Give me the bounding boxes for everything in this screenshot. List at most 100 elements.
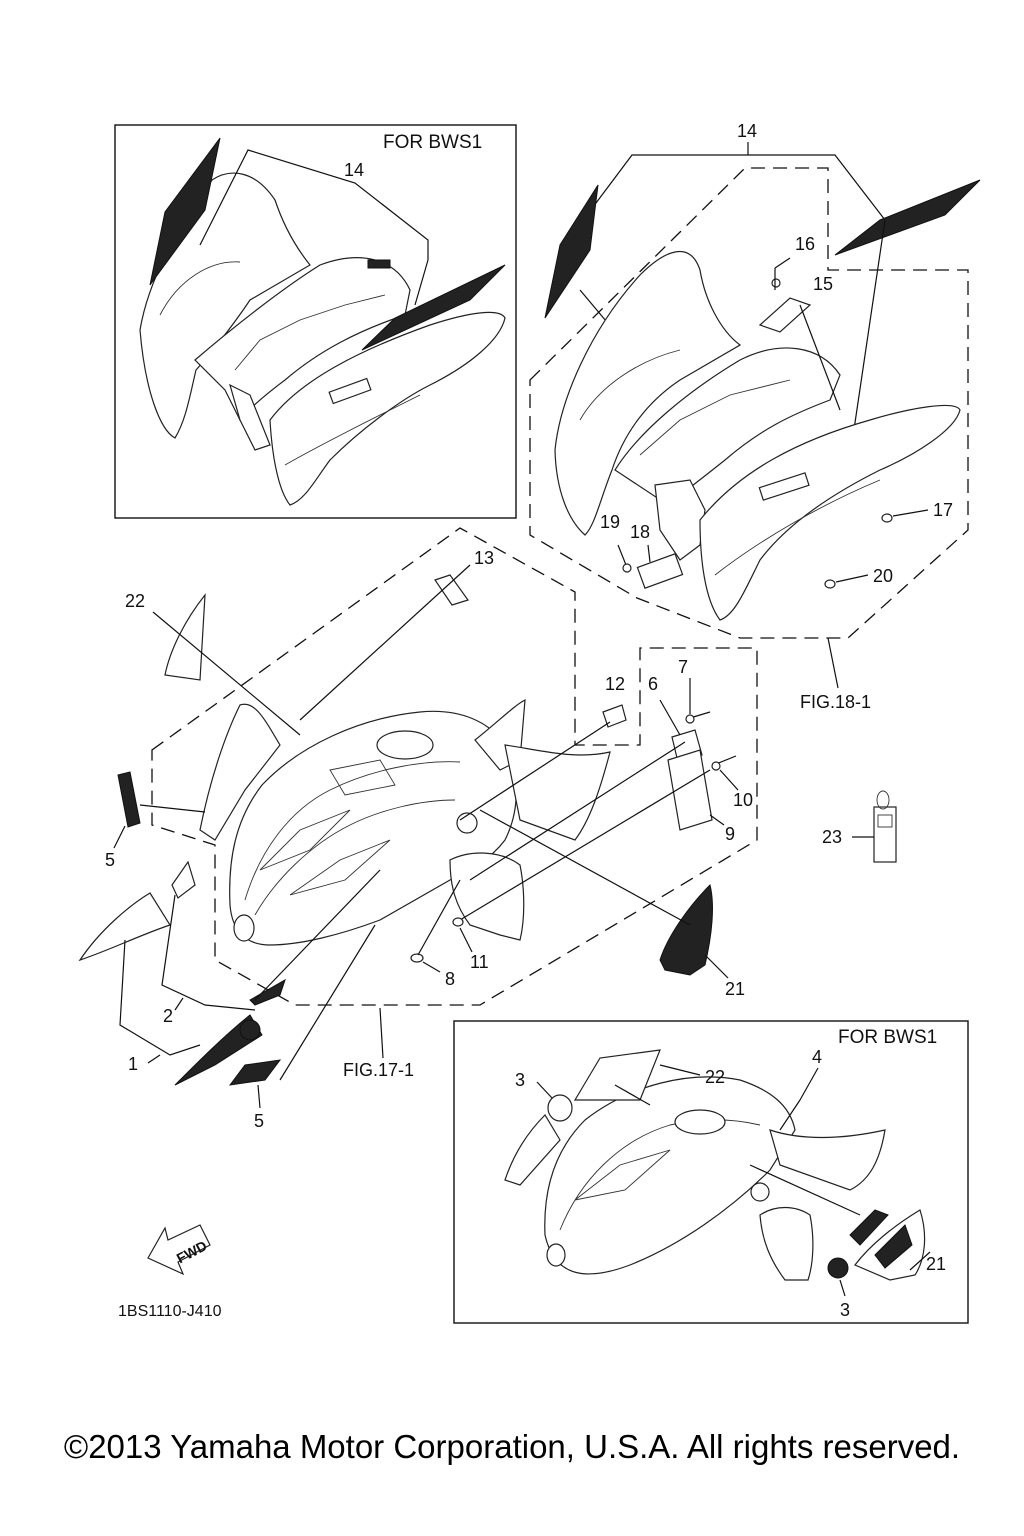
fender-contour-main-1 <box>244 761 461 901</box>
leader-21 <box>479 809 691 926</box>
callout-15: 15 <box>813 274 833 294</box>
front-fender-fig18 <box>554 251 742 536</box>
callout-2: 2 <box>163 1006 173 1026</box>
wing-right-bws1-lower <box>769 1129 886 1191</box>
leader-3-upper <box>536 1081 553 1099</box>
leader-12 <box>459 721 611 821</box>
leader-1 <box>119 939 201 1056</box>
rear-fender-bws1 <box>269 311 506 506</box>
leader-fig18 <box>827 637 839 689</box>
part-21-decal <box>659 884 713 976</box>
leader-9-main <box>459 769 711 921</box>
leader-13 <box>299 564 471 721</box>
raptor-decal-bws1 <box>849 1209 889 1246</box>
fender-contour-bws1-lower <box>559 1119 761 1231</box>
callout-4: 4 <box>812 1047 822 1067</box>
callout-23: 23 <box>822 827 842 847</box>
fender-lower-right <box>449 852 525 941</box>
part-code: 1BS1110-J410 <box>118 1303 222 1320</box>
callout-7: 7 <box>678 657 688 677</box>
part-10-bolt <box>715 755 737 765</box>
rear-fender-fig18 <box>699 404 961 621</box>
part-5-lower <box>228 1059 282 1086</box>
part-13-decal <box>434 574 469 606</box>
leader-decal-bws1 <box>749 1164 861 1216</box>
dashed-group-fig17 <box>151 527 758 1006</box>
leader-22 <box>152 611 301 736</box>
fig-ref-17: FIG.17-1 <box>343 1060 414 1080</box>
leader-6-main <box>469 741 686 881</box>
callout-11: 11 <box>470 952 489 972</box>
decal-right-bws1 <box>361 264 506 351</box>
part-23-tag <box>873 806 897 863</box>
part-9-plate <box>667 749 713 831</box>
callout-20: 20 <box>873 566 893 586</box>
box-title-top-left: FOR BWS1 <box>383 132 482 153</box>
leader-1b <box>147 1054 161 1064</box>
rear-fender-assembly: 14 16 15 17 20 19 18 <box>529 121 981 712</box>
callout-3-upper: 3 <box>515 1070 525 1090</box>
leader-15 <box>799 304 841 411</box>
leader-10 <box>719 769 739 791</box>
dashed-group-fig18 <box>529 167 969 639</box>
callout-6: 6 <box>648 674 658 694</box>
wing-left-bws1-lower <box>504 1114 561 1186</box>
leader-21b <box>704 954 729 979</box>
fender-vent-1 <box>259 809 351 871</box>
part-16-bolt <box>774 257 791 269</box>
tank-cover-bws1 <box>194 257 411 422</box>
callout-14-bws1: 14 <box>344 160 364 180</box>
part-20-nut <box>824 579 836 589</box>
fender-detail <box>329 759 396 796</box>
part-3-emblem-lower <box>239 1019 261 1041</box>
callout-5-upper: 5 <box>105 850 115 870</box>
callout-9: 9 <box>725 824 735 844</box>
callout-12: 12 <box>605 674 625 694</box>
callout-10: 10 <box>733 790 753 810</box>
callout-5-lower: 5 <box>254 1111 264 1131</box>
fender-wing-right <box>504 744 611 841</box>
callout-19: 19 <box>600 512 620 532</box>
front-fender-bws1-lower <box>544 1076 796 1275</box>
fender-vent-bws1-lower <box>574 1149 671 1201</box>
callout-22-bws1: 22 <box>705 1067 725 1087</box>
diagram-svg: FOR BWS1 14 14 <box>78 121 981 1324</box>
leader-2b <box>174 997 184 1011</box>
fender-vent-2 <box>289 839 391 896</box>
leader-14-bws1b <box>414 259 429 306</box>
leader-5-lower <box>257 1084 261 1109</box>
part-3-circle-upper <box>547 1094 573 1122</box>
leader-3-lower <box>839 1279 846 1297</box>
copyright-notice: ©2013 Yamaha Motor Corporation, U.S.A. A… <box>63 1428 961 1465</box>
fwd-arrow-shape <box>147 1224 211 1276</box>
leader-6 <box>659 699 681 736</box>
headlight-bws1-lower <box>546 1243 566 1267</box>
callout-13: 13 <box>474 548 494 568</box>
leader-21-bws1 <box>909 1251 931 1271</box>
front-fender-assembly: 22 13 12 6 7 9 10 23 5 <box>78 527 897 1131</box>
callout-8: 8 <box>445 969 455 989</box>
part-22-decal-bws1 <box>573 1049 661 1101</box>
tank-fig18 <box>614 347 841 506</box>
part-8-nut <box>410 953 424 963</box>
box-title-bottom-right: FOR BWS1 <box>838 1027 937 1048</box>
box-top-left: FOR BWS1 14 <box>114 124 517 519</box>
callout-21: 21 <box>725 979 745 999</box>
callout-16: 16 <box>795 234 815 254</box>
fender-cap-ring <box>376 730 434 760</box>
leader-5-upper <box>139 804 206 813</box>
fender-wing-left <box>199 703 281 841</box>
fender-ring-bws1-lower <box>674 1109 726 1135</box>
fender-contour-fig18 <box>579 349 681 421</box>
leader-14-bws1 <box>199 149 429 260</box>
callout-18: 18 <box>630 522 650 542</box>
reflector-fig18 <box>758 472 810 501</box>
leader-20 <box>835 574 869 583</box>
part-19-head <box>622 563 632 573</box>
inner-panel-fig18 <box>654 479 706 561</box>
part-3-emblem-bws1 <box>827 1257 849 1279</box>
box-frame-top-left <box>114 124 517 519</box>
leader-22-bws1b <box>614 1084 651 1106</box>
fender-lower-bws1 <box>759 1206 814 1281</box>
